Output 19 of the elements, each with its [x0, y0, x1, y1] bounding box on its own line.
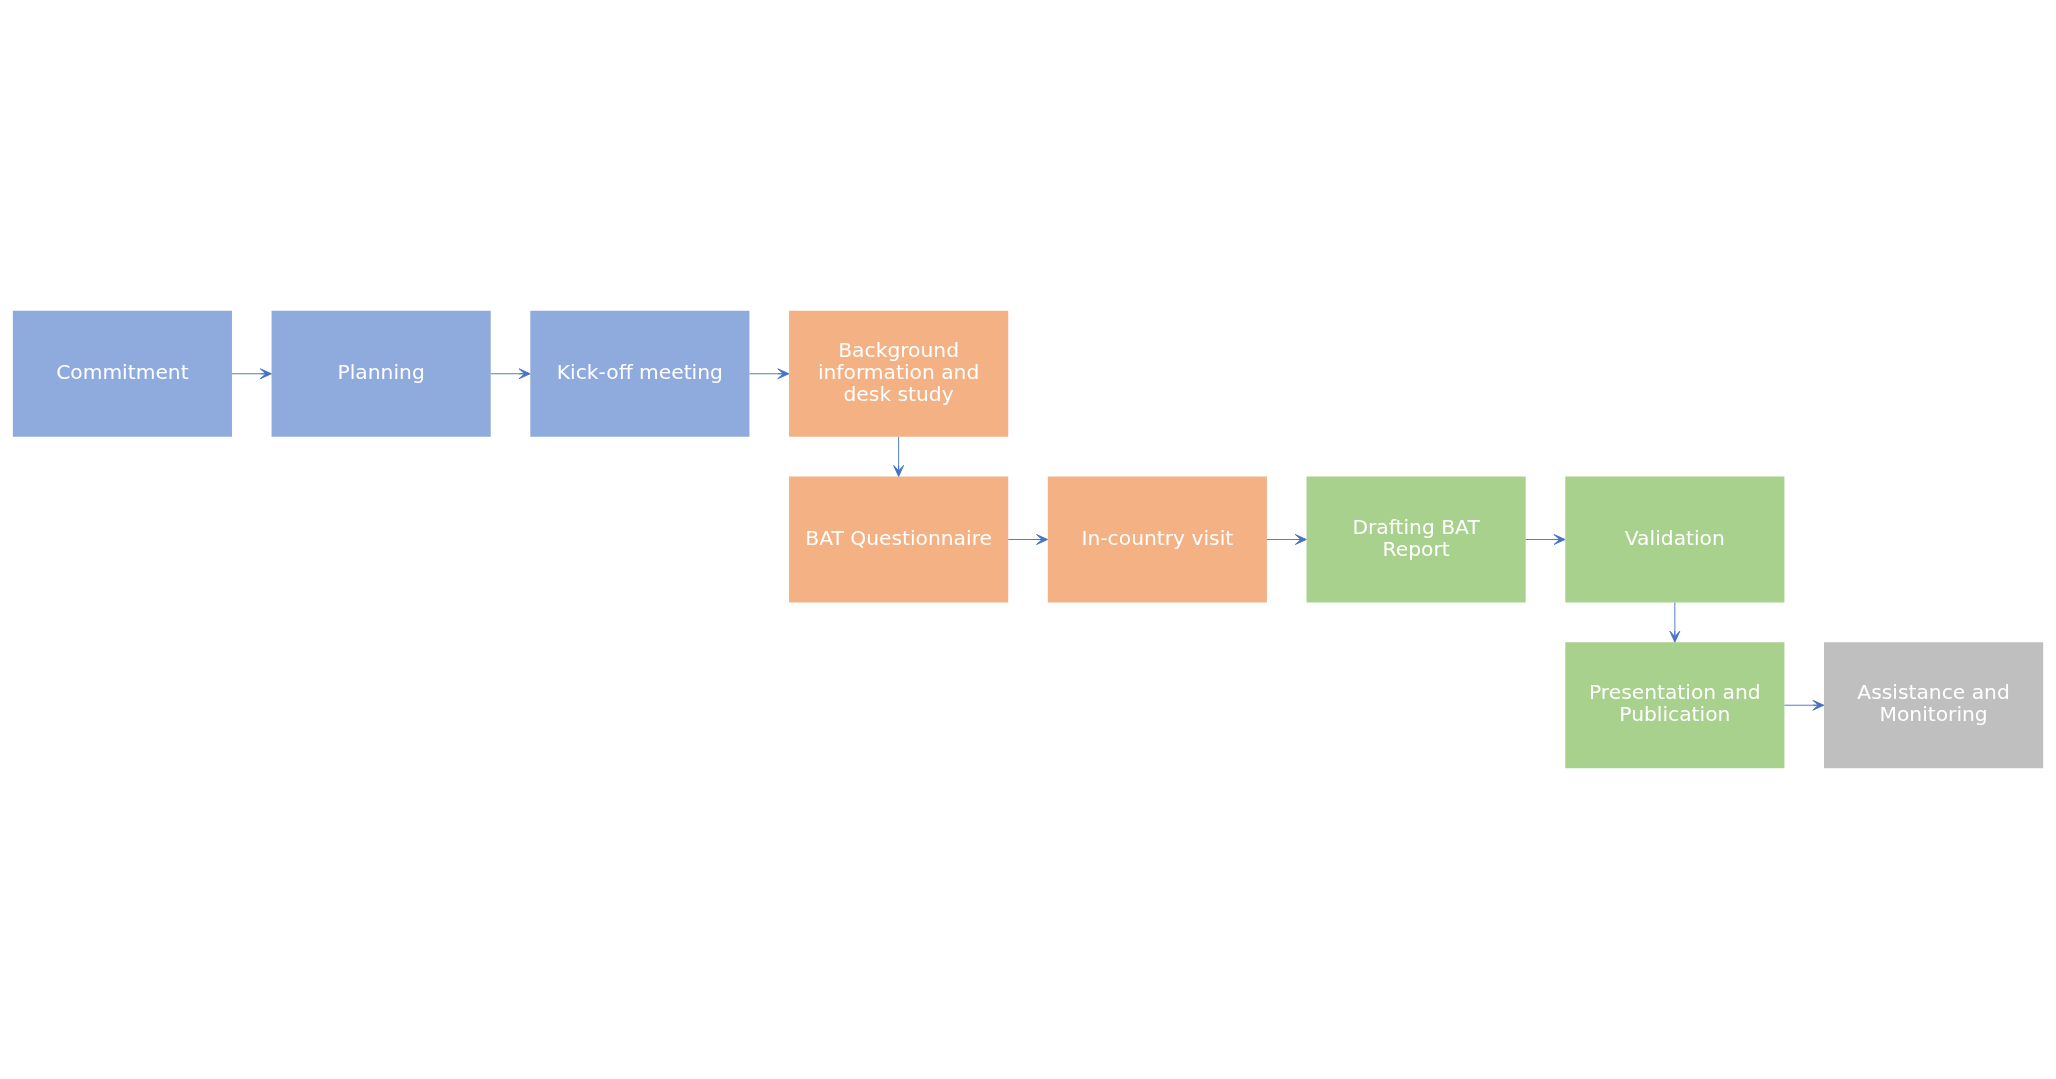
arrow	[1784, 699, 1825, 711]
arrow	[1669, 602, 1681, 643]
node-box: Planning	[271, 310, 491, 437]
arrow	[231, 368, 272, 380]
arrow	[490, 368, 531, 380]
node-box: Presentation and Publication	[1565, 642, 1785, 769]
node-box: Drafting BAT Report	[1306, 476, 1526, 603]
node-box: In-country visit	[1047, 476, 1267, 603]
arrow	[1525, 534, 1566, 545]
arrow	[749, 368, 790, 380]
node-box: Kick-off meeting	[530, 310, 750, 437]
node-box: Commitment	[12, 310, 232, 437]
node-box: Validation	[1565, 476, 1785, 603]
arrow	[1266, 534, 1307, 545]
node-box: Assistance and Monitoring	[1824, 642, 2044, 769]
node-box: BAT Questionnaire	[789, 476, 1009, 603]
node-box: Background information and desk study	[789, 310, 1009, 437]
arrow	[1007, 534, 1049, 545]
arrow	[893, 436, 905, 477]
